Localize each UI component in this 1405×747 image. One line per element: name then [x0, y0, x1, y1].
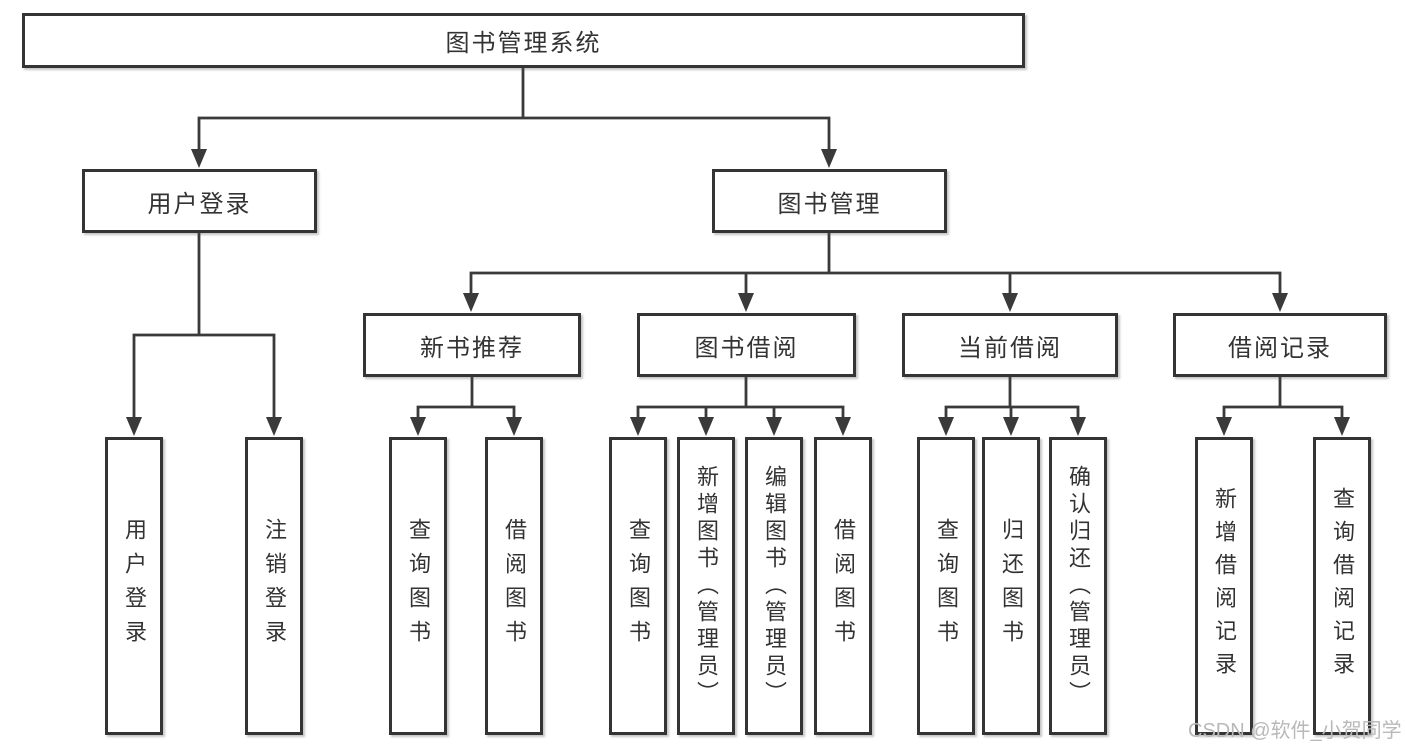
leaf-edit-book-admin: 编辑图书（管理员）: [745, 437, 803, 735]
arrowhead: [1003, 417, 1019, 436]
leaf-borrow-book-recommend: 借阅图书: [485, 437, 543, 735]
leaf-label: 借阅图书: [831, 518, 856, 654]
arrowhead: [1272, 293, 1288, 312]
leaf-label: 查询图书: [626, 518, 651, 654]
arrowhead: [630, 417, 646, 436]
node-library-management-system: 图书管理系统: [22, 13, 1025, 68]
csdn-watermark: CSDN @软件_小贺同学: [1188, 720, 1402, 742]
node-current-borrow: 当前借阅: [902, 313, 1118, 377]
leaf-label: 编辑图书（管理员）: [762, 464, 787, 708]
arrowhead: [410, 417, 426, 436]
leaf-label: 新增图书（管理员）: [694, 464, 719, 708]
arrowhead: [1216, 417, 1232, 436]
arrowhead: [1002, 293, 1018, 312]
leaf-add-borrow-record: 新增借阅记录: [1195, 437, 1253, 735]
node-label: 当前借阅: [958, 334, 1062, 362]
leaf-query-book-borrow: 查询图书: [609, 437, 667, 735]
arrowhead: [506, 417, 522, 436]
node-user-login: 用户登录: [82, 169, 317, 233]
leaf-user-login: 用户登录: [105, 437, 163, 735]
leaf-confirm-return-admin: 确认归还（管理员）: [1049, 437, 1107, 735]
node-label: 用户登录: [147, 190, 252, 218]
leaf-return-book: 归还图书: [982, 437, 1040, 735]
node-new-book-recommend: 新书推荐: [363, 313, 581, 377]
node-borrow-record: 借阅记录: [1173, 313, 1387, 377]
node-label: 图书管理: [777, 190, 882, 218]
leaf-label: 确认归还（管理员）: [1066, 464, 1091, 708]
leaf-label: 注销登录: [262, 518, 287, 654]
node-label: 图书借阅: [694, 334, 799, 362]
node-book-borrow: 图书借阅: [637, 313, 856, 377]
leaf-add-book-admin: 新增图书（管理员）: [677, 437, 735, 735]
leaf-label: 借阅图书: [502, 518, 527, 654]
arrowhead: [766, 417, 782, 436]
arrowhead: [938, 417, 954, 436]
node-label: 新书推荐: [420, 334, 524, 362]
leaf-query-borrow-record: 查询借阅记录: [1313, 437, 1371, 735]
leaf-logout: 注销登录: [245, 437, 303, 735]
leaf-label: 新增借阅记录: [1212, 487, 1237, 685]
arrowhead: [698, 417, 714, 436]
leaf-query-book-recommend: 查询图书: [389, 437, 447, 735]
leaf-label: 查询图书: [934, 518, 959, 654]
leaf-label: 用户登录: [122, 518, 147, 654]
arrowhead: [835, 417, 851, 436]
leaf-label: 归还图书: [999, 518, 1024, 654]
arrowhead: [463, 293, 479, 312]
arrowhead: [738, 293, 754, 312]
arrowhead: [821, 149, 837, 168]
arrowhead: [126, 417, 142, 436]
leaf-label: 查询借阅记录: [1330, 487, 1355, 685]
leaf-query-book-current: 查询图书: [917, 437, 975, 735]
connector-lines: [132, 66, 1344, 422]
arrowhead-layer: [126, 149, 1350, 436]
node-label: 借阅记录: [1228, 334, 1332, 362]
node-book-management: 图书管理: [712, 169, 947, 233]
arrowhead: [1334, 417, 1350, 436]
arrowhead: [266, 417, 282, 436]
arrowhead: [191, 149, 207, 168]
leaf-label: 查询图书: [406, 518, 431, 654]
node-label: 图书管理系统: [445, 30, 602, 57]
arrowhead: [1070, 417, 1086, 436]
leaf-borrow-book: 借阅图书: [814, 437, 872, 735]
